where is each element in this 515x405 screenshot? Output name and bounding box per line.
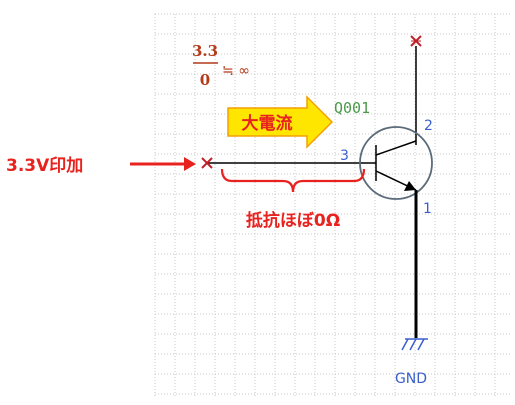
pin-base-number: 3 xyxy=(340,148,349,164)
input-voltage-label: 3.3V印加 xyxy=(6,156,83,176)
ground-icon xyxy=(401,338,428,351)
input-arrow xyxy=(130,157,196,171)
resistance-label: 抵抗ほぼ0Ω xyxy=(246,210,340,231)
transistor-body xyxy=(359,126,433,200)
input-terminal-marker xyxy=(201,157,213,169)
resistance-brace xyxy=(220,168,366,193)
fraction-annotation: 3.3 0 ≒ ∞ xyxy=(192,42,250,89)
fraction-suffix: ≒ ∞ xyxy=(222,63,250,79)
fraction-numerator: 3.3 xyxy=(192,42,218,60)
transistor-ref: Q001 xyxy=(334,99,370,117)
fraction-denominator: 0 xyxy=(200,71,210,89)
pin-collector-number: 2 xyxy=(424,118,433,134)
transistor-symbol xyxy=(359,126,433,200)
arrow-label: 大電流 xyxy=(242,113,293,134)
grid xyxy=(154,13,510,396)
ground-label: GND xyxy=(395,371,427,387)
pin-emitter-number: 1 xyxy=(423,201,432,217)
arrow-shape xyxy=(227,95,334,149)
collector-lead xyxy=(375,140,417,156)
emitter-arrowhead xyxy=(404,181,416,191)
large-current-arrow: 大電流 xyxy=(227,95,334,149)
top-terminal-marker xyxy=(410,35,422,47)
